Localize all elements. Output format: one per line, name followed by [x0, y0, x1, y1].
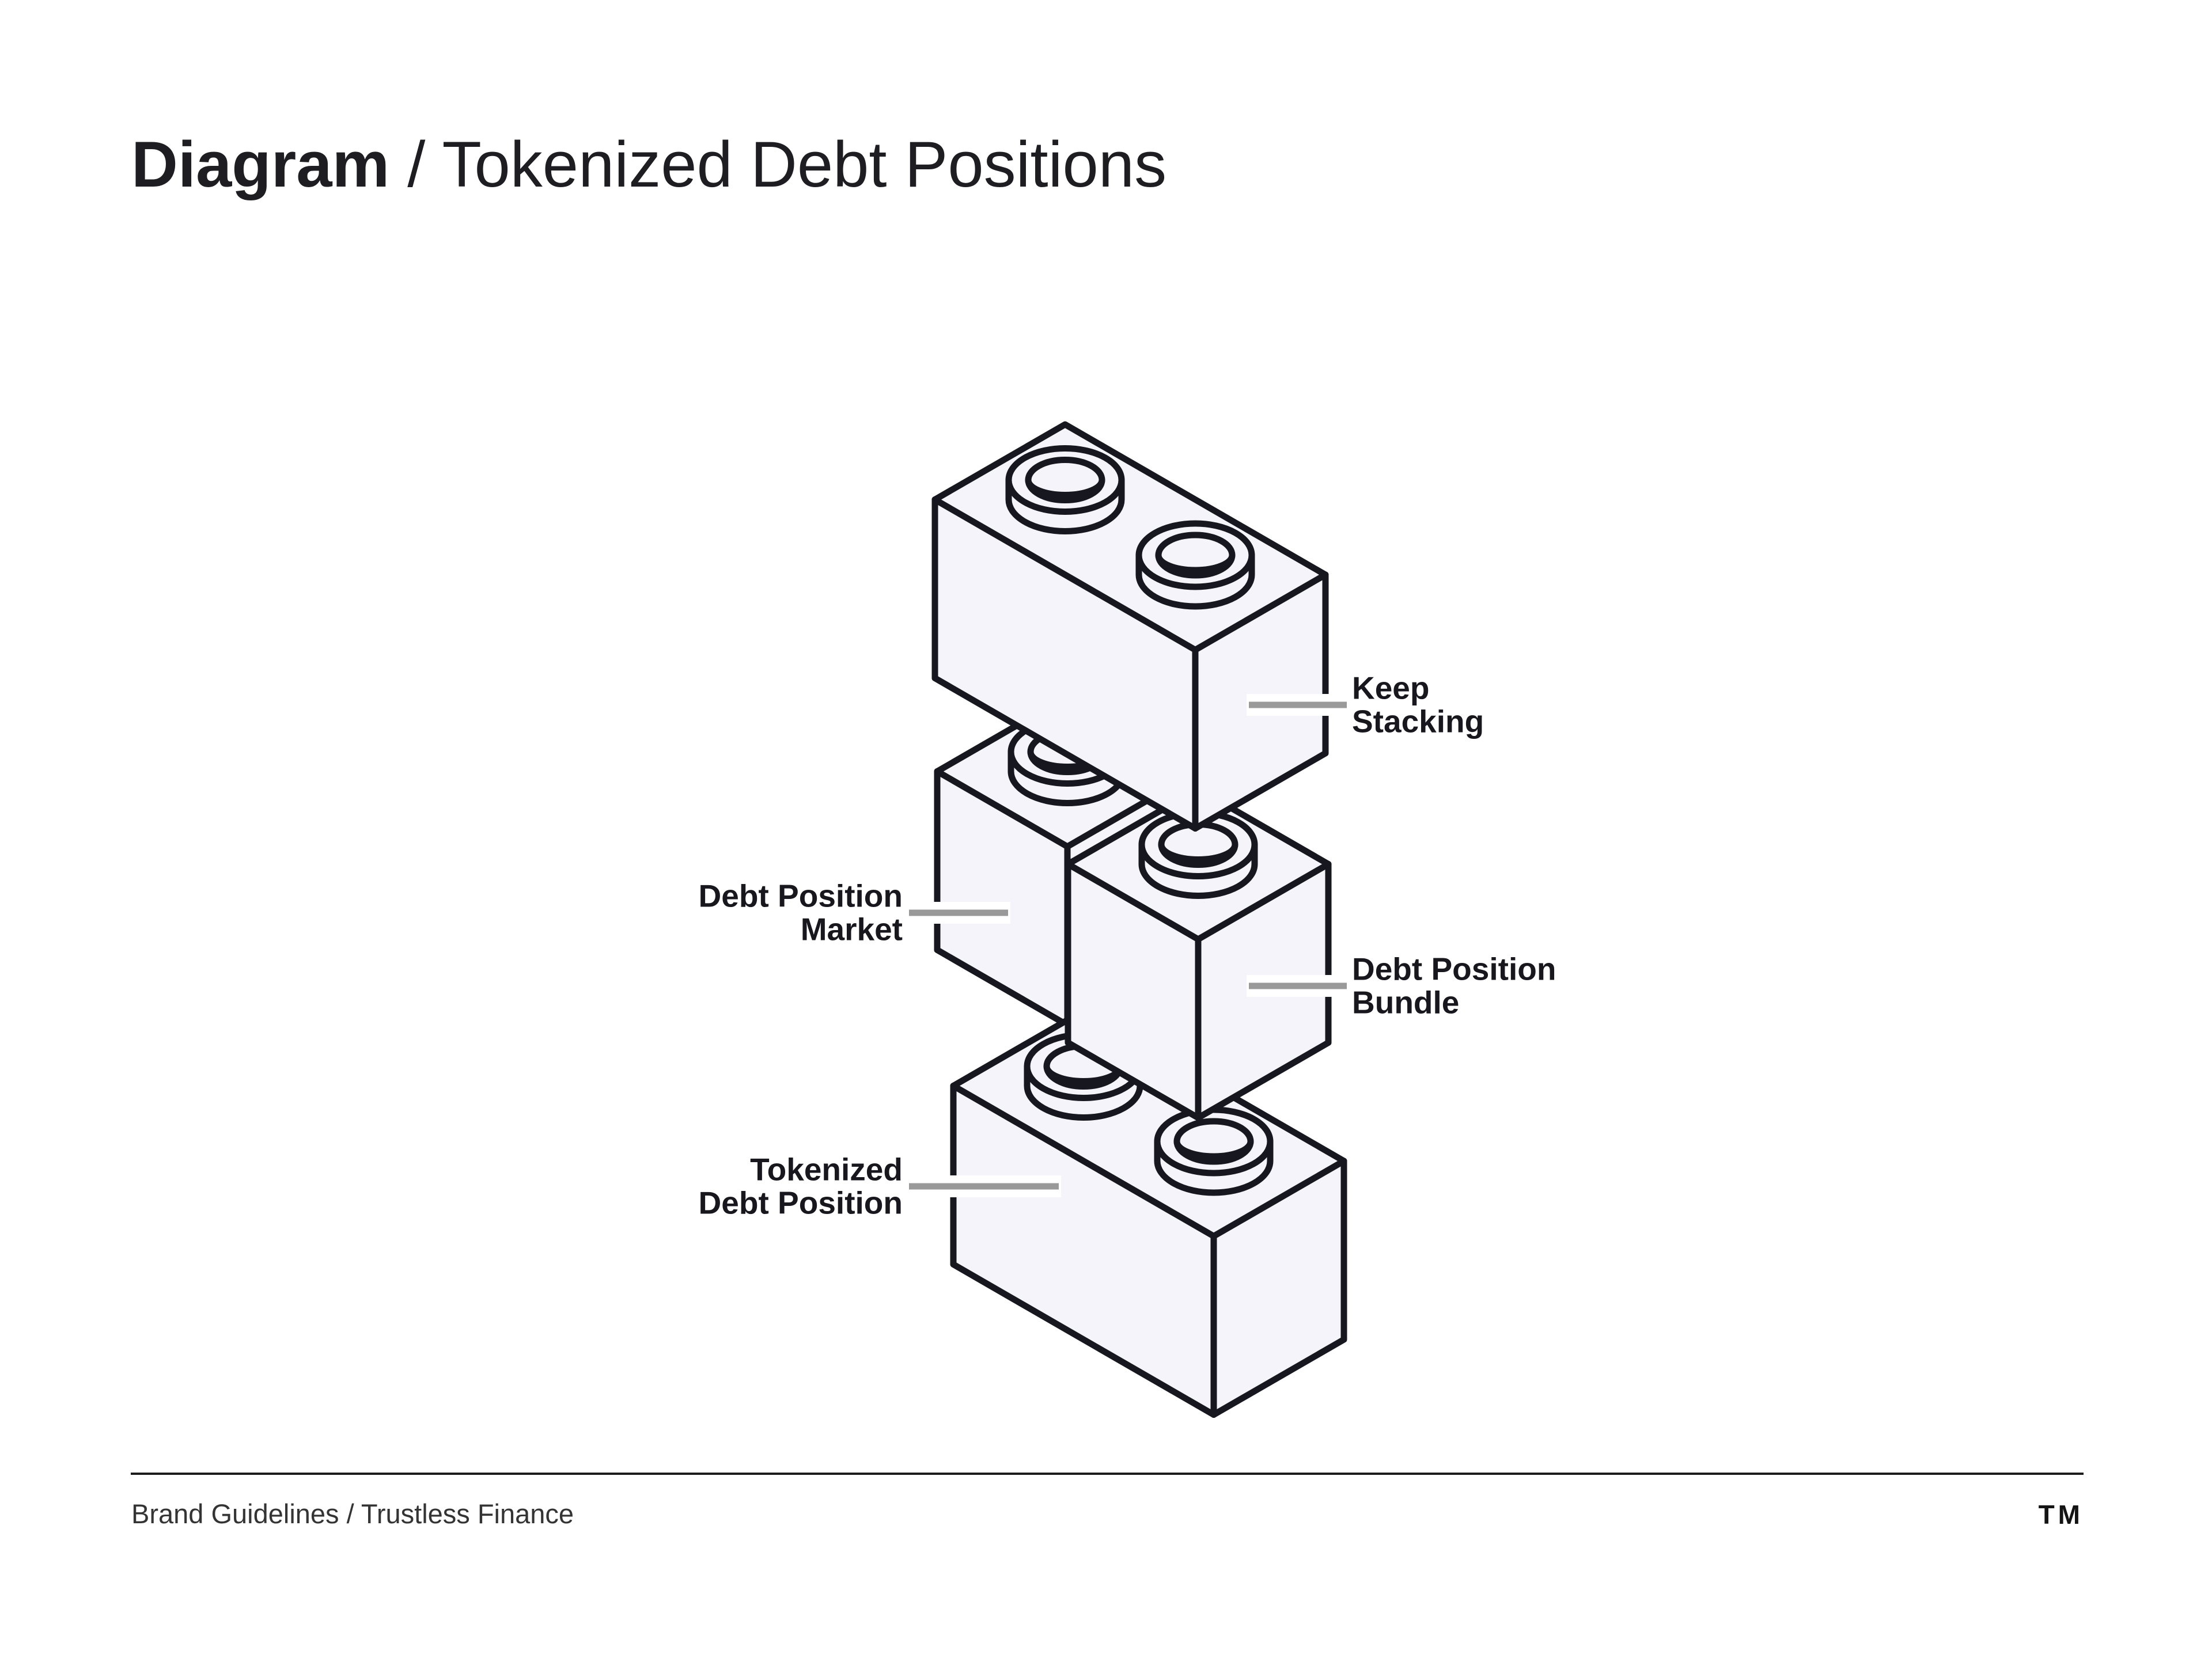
page-title-section: Diagram [131, 128, 390, 200]
brick-bottom [950, 1007, 1347, 1418]
label-debt-position-bundle: Debt Position Bundle [1352, 951, 1556, 1020]
label-line: Keep [1352, 670, 1430, 706]
label-line: Market [800, 911, 903, 947]
brick-top [931, 421, 1329, 832]
footer-trademark: TM [2038, 1500, 2084, 1530]
page-title-subject: / Tokenized Debt Positions [389, 128, 1167, 200]
label-line: Stacking [1352, 703, 1484, 739]
label-line: Bundle [1352, 984, 1460, 1020]
label-line: Debt Position [1352, 951, 1556, 987]
page-title: Diagram / Tokenized Debt Positions [131, 128, 1166, 202]
footer-divider [131, 1473, 2084, 1475]
label-keep-stacking: Keep Stacking [1352, 671, 1484, 738]
label-line: Tokenized [750, 1151, 903, 1187]
label-debt-position-market: Debt Position Market [699, 879, 903, 946]
label-line: Debt Position [698, 878, 903, 914]
label-tokenized-debt-position: Tokenized Debt Position [698, 1151, 903, 1220]
label-line: Debt Position [698, 1185, 903, 1220]
brick-middle-right [1065, 786, 1332, 1121]
footer-breadcrumb: Brand Guidelines / Trustless Finance [131, 1498, 574, 1529]
